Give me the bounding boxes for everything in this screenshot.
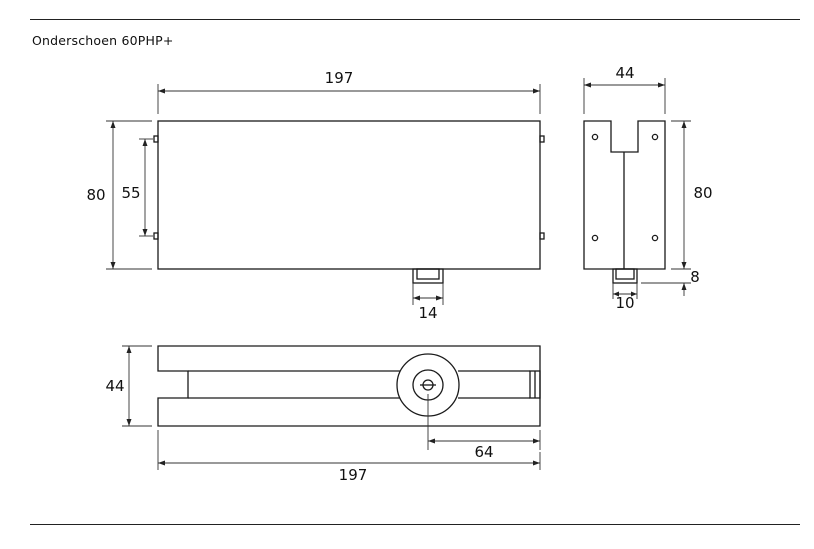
- dim-10-arrow-right: [631, 291, 637, 297]
- front-body: [157, 120, 541, 270]
- dim-front-inner-height-label: 55: [121, 184, 140, 202]
- front-tab-bottom-left: [153, 232, 159, 240]
- dim-55-arrow-top: [142, 139, 148, 146]
- dim-side-44-arrow-left: [584, 82, 591, 88]
- top-body: [157, 345, 541, 427]
- dim-side-80-arrow-top: [681, 121, 687, 128]
- dim-80-arrow-bottom: [110, 262, 116, 269]
- dim-197-arrow-left: [158, 88, 165, 94]
- dim-top-height-label: 44: [105, 377, 124, 395]
- bottom-rule: [30, 524, 800, 525]
- side-view: 44 80 8 10: [583, 64, 713, 312]
- dim-side-44-arrow-right: [658, 82, 665, 88]
- top-view: 44 64 197: [105, 345, 541, 484]
- dim-top-197-arrow-left: [158, 460, 165, 466]
- top-rule: [30, 19, 800, 20]
- dim-spindle-width-label: 14: [418, 304, 437, 322]
- dim-80-arrow-top: [110, 121, 116, 128]
- side-body: [583, 120, 666, 270]
- dim-14-arrow-left: [413, 295, 420, 301]
- dim-top-44-arrow-top: [126, 346, 132, 353]
- dim-64-arrow-right: [533, 438, 540, 444]
- dim-side-width-label: 44: [615, 64, 634, 82]
- dim-front-height-label: 80: [86, 186, 105, 204]
- side-hole-bottom-right: [651, 234, 659, 242]
- dim-side-spindle-width-label: 10: [615, 294, 634, 312]
- dim-top-spindle-offset-label: 64: [474, 443, 493, 461]
- dim-64-arrow-left: [428, 438, 435, 444]
- dim-8-arrow: [681, 283, 687, 290]
- side-hole-top-left: [591, 133, 599, 141]
- dim-side-spindle-height-label: 8: [690, 268, 700, 286]
- dim-front-width-label: 197: [325, 69, 354, 87]
- drawing-title: Onderschoen 60PHP+: [32, 33, 174, 48]
- dim-14-arrow-right: [436, 295, 443, 301]
- side-spindle-inner: [615, 268, 635, 280]
- front-tab-top-left: [153, 135, 159, 143]
- dim-10-arrow-left: [613, 291, 619, 297]
- side-hole-bottom-left: [591, 234, 599, 242]
- front-spindle-inner: [416, 268, 440, 280]
- front-tab-top-right: [539, 135, 545, 143]
- dim-top-44-arrow-bottom: [126, 419, 132, 426]
- dim-55-arrow-bottom: [142, 229, 148, 236]
- front-tab-bottom-right: [539, 232, 545, 240]
- front-view: 197 80 55 14: [86, 69, 545, 322]
- dim-side-height-label: 80: [693, 184, 712, 202]
- side-hole-top-right: [651, 133, 659, 141]
- dim-top-width-label: 197: [339, 466, 368, 484]
- dim-side-80-arrow-bottom: [681, 262, 687, 269]
- dim-197-arrow-right: [533, 88, 540, 94]
- dim-top-197-arrow-right: [533, 460, 540, 466]
